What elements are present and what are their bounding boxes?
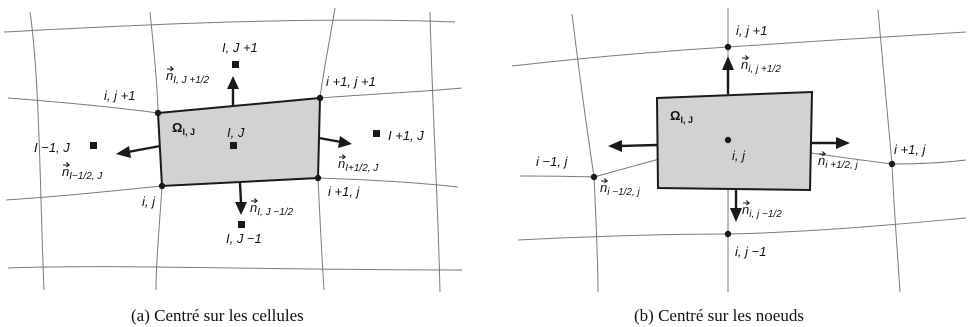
omega-label: ΩI, J <box>670 108 693 125</box>
arrowhead-right <box>338 136 352 148</box>
vector-arrow-mark <box>601 178 609 184</box>
label-normal-right: nI+1/2, J <box>338 156 379 174</box>
grid-line <box>571 13 599 293</box>
caption-b: (b) Centré sur les noeuds <box>634 306 804 325</box>
label-centre: i, j <box>732 148 746 163</box>
label-cell-left: I −1, J <box>34 140 70 155</box>
label-normal-top: ni, j +1/2 <box>741 57 781 75</box>
label-node-bl: i, j <box>142 194 156 209</box>
cell-left-marker <box>90 142 97 149</box>
normal-arrow-left <box>619 143 658 148</box>
cell-right-marker <box>373 130 380 137</box>
label-cell-right: I +1, J <box>388 128 424 143</box>
arrowhead-right <box>836 137 850 149</box>
node-bottom <box>724 230 732 238</box>
control-volume-node <box>655 90 814 192</box>
node-tl <box>154 109 162 117</box>
label-left: i −1, j <box>536 154 569 169</box>
label-node-tr: i +1, j +1 <box>326 74 376 89</box>
vector-arrow-mark <box>743 200 751 206</box>
node-tr <box>316 94 324 102</box>
label-normal-bottom: ni, j −1/2 <box>742 202 782 220</box>
normal-arrow-right <box>318 136 342 144</box>
label-normal-left: ni −1/2, j <box>600 180 641 198</box>
node-bl <box>158 182 166 190</box>
arrowhead-top <box>227 76 239 89</box>
label-centre: I, J <box>227 125 245 140</box>
normal-arrow-bottom <box>238 182 243 204</box>
label-right: i +1, j <box>894 142 927 157</box>
label-node-br: i +1, j <box>328 184 361 199</box>
vector-arrow-mark <box>339 154 347 160</box>
label-normal-left: nI−1/2, J <box>62 164 103 182</box>
node-centre <box>724 136 732 144</box>
cell-centre-marker <box>230 142 237 149</box>
label-cell-top: I, J +1 <box>222 40 258 55</box>
label-normal-right: ni +1/2, j <box>818 153 859 171</box>
cell-bottom-marker <box>238 221 245 228</box>
node-left <box>590 173 598 181</box>
vector-arrow-mark <box>63 162 71 168</box>
node-br <box>314 174 322 182</box>
label-top: i, j +1 <box>736 23 767 38</box>
arrowhead-bottom <box>235 202 247 215</box>
caption-a: (a) Centré sur les cellules <box>131 306 304 325</box>
label-node-tl: i, j +1 <box>104 88 135 103</box>
vector-arrow-mark <box>819 151 827 157</box>
vector-arrow-mark <box>167 66 175 72</box>
label-bottom: i, j −1 <box>735 244 766 259</box>
label-normal-bottom: nI, J −1/2 <box>250 200 294 218</box>
node-top <box>724 43 732 51</box>
panel-a: ΩI, J I, J I, J +1 I −1, J I +1, J I, J … <box>3 7 463 325</box>
normal-arrow-left <box>127 144 161 154</box>
grid-line <box>7 266 463 271</box>
omega-label: ΩI, J <box>172 120 195 137</box>
arrowhead-top <box>722 56 734 70</box>
arrowhead-left <box>608 140 622 152</box>
grid-line <box>29 11 45 291</box>
node-right <box>888 160 896 168</box>
arrowhead-left <box>116 146 131 158</box>
grid-line <box>317 7 336 291</box>
panel-b: ΩI, J i, j i, j +1 i, j −1 i −1, j i +1,… <box>511 8 967 325</box>
grid-line <box>429 11 441 293</box>
label-cell-bottom: I, J −1 <box>226 231 262 246</box>
grid-line <box>3 19 456 33</box>
vector-arrow-mark <box>742 55 750 61</box>
control-volume-cell <box>156 96 322 188</box>
label-normal-top: nI, J +1/2 <box>166 68 210 86</box>
cell-top-marker <box>232 61 239 68</box>
grid-line <box>517 217 967 241</box>
vector-arrow-mark <box>251 198 259 204</box>
arrowhead-bottom <box>730 208 742 222</box>
